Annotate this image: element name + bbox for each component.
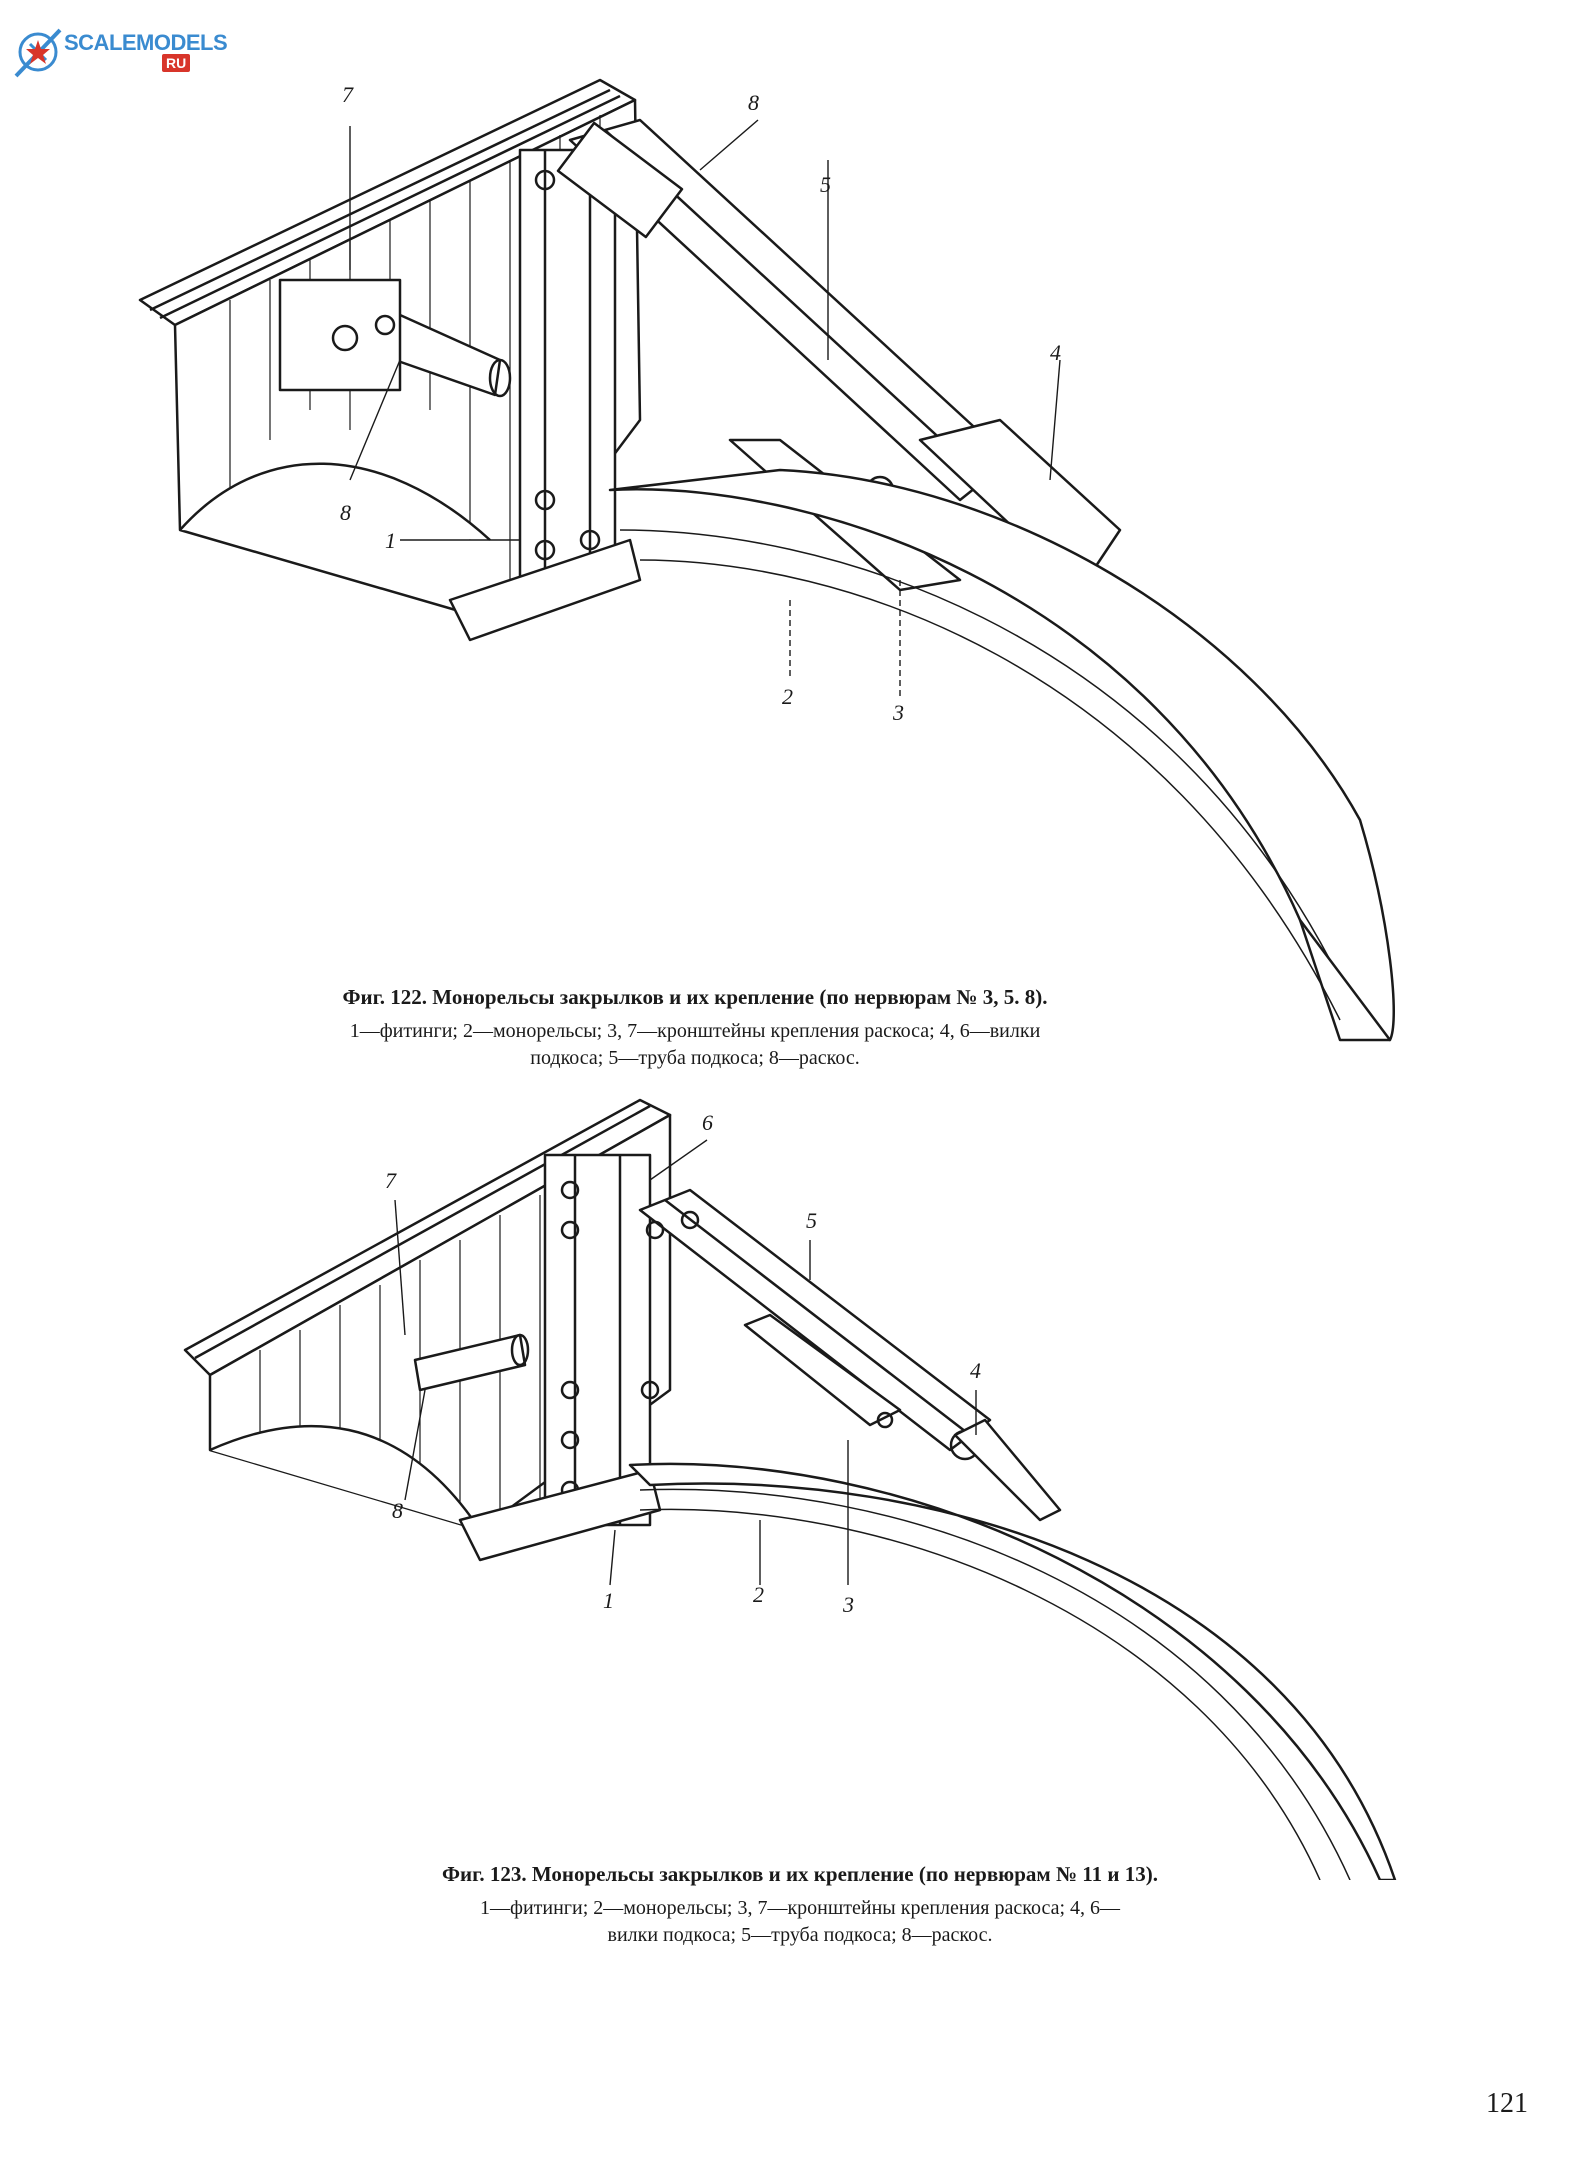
figure-123-callout-7: 7 [385,1168,396,1193]
figure-123-callout-1: 1 [603,1588,614,1613]
airplane-logo-icon [14,28,62,78]
figure-122-drawing [138,78,1395,1042]
figure-122-caption: Фиг. 122. Монорельсы закрылков и их креп… [230,985,1160,1072]
figure-122-callout-2: 2 [782,684,793,709]
logo-badge: RU [162,54,191,72]
diagonal-brace [413,1333,527,1392]
figure-122-callout-4: 4 [1050,340,1061,365]
figure-123-legend-line-1: 1—фитинги; 2—монорельсы; 3, 7—кронштейны… [479,1897,1121,1919]
figure-123-callout-3: 3 [843,1592,854,1617]
figure-123-caption: Фиг. 123. Монорельсы закрылков и их креп… [360,1862,1240,1949]
figure-123-drawing [183,1098,1397,1880]
figure-123-legend-line-2: вилки подкоса; 5—труба подкоса; 8—раскос… [607,1924,993,1946]
vertical-fitting [518,148,617,582]
figure-123-callout-5: 5 [806,1208,817,1233]
site-logo: SCALEMODELS RU [10,22,228,82]
figure-123-title: Фиг. 123. Монорельсы закрылков и их креп… [442,1862,1158,1886]
figure-122-callout-6: 8 [748,90,759,115]
figure-122-callout-1: 1 [385,528,396,553]
logo-text: SCALEMODELS [64,30,228,55]
figure-122-title: Фиг. 122. Монорельсы закрылков и их креп… [342,985,1048,1009]
figure-123-callout-8: 8 [392,1498,403,1523]
figure-123-callout-6: 6 [702,1110,713,1135]
figure-122-callout-3: 3 [893,700,904,725]
figure-122-callout-8: 8 [340,500,351,525]
figure-122-callout-7: 7 [342,82,353,107]
figure-123-callout-4: 4 [970,1358,981,1383]
figure-122: 7 8 8 5 4 1 2 3 [0,60,1588,1070]
monorail [608,468,1395,1042]
figure-122-legend-line-2: подкоса; 5—труба подкоса; 8—раскос. [530,1047,860,1069]
figure-123: 7 6 5 4 8 1 2 3 [0,1090,1588,1880]
vertical-fitting [543,1153,652,1527]
page-number: 121 [1486,2088,1528,2119]
figure-122-callout-5: 5 [820,172,831,197]
figure-123-callout-2: 2 [753,1582,764,1607]
monorail [628,1462,1397,1880]
figure-122-legend-line-1: 1—фитинги; 2—монорельсы; 3, 7—кронштейны… [349,1020,1041,1042]
